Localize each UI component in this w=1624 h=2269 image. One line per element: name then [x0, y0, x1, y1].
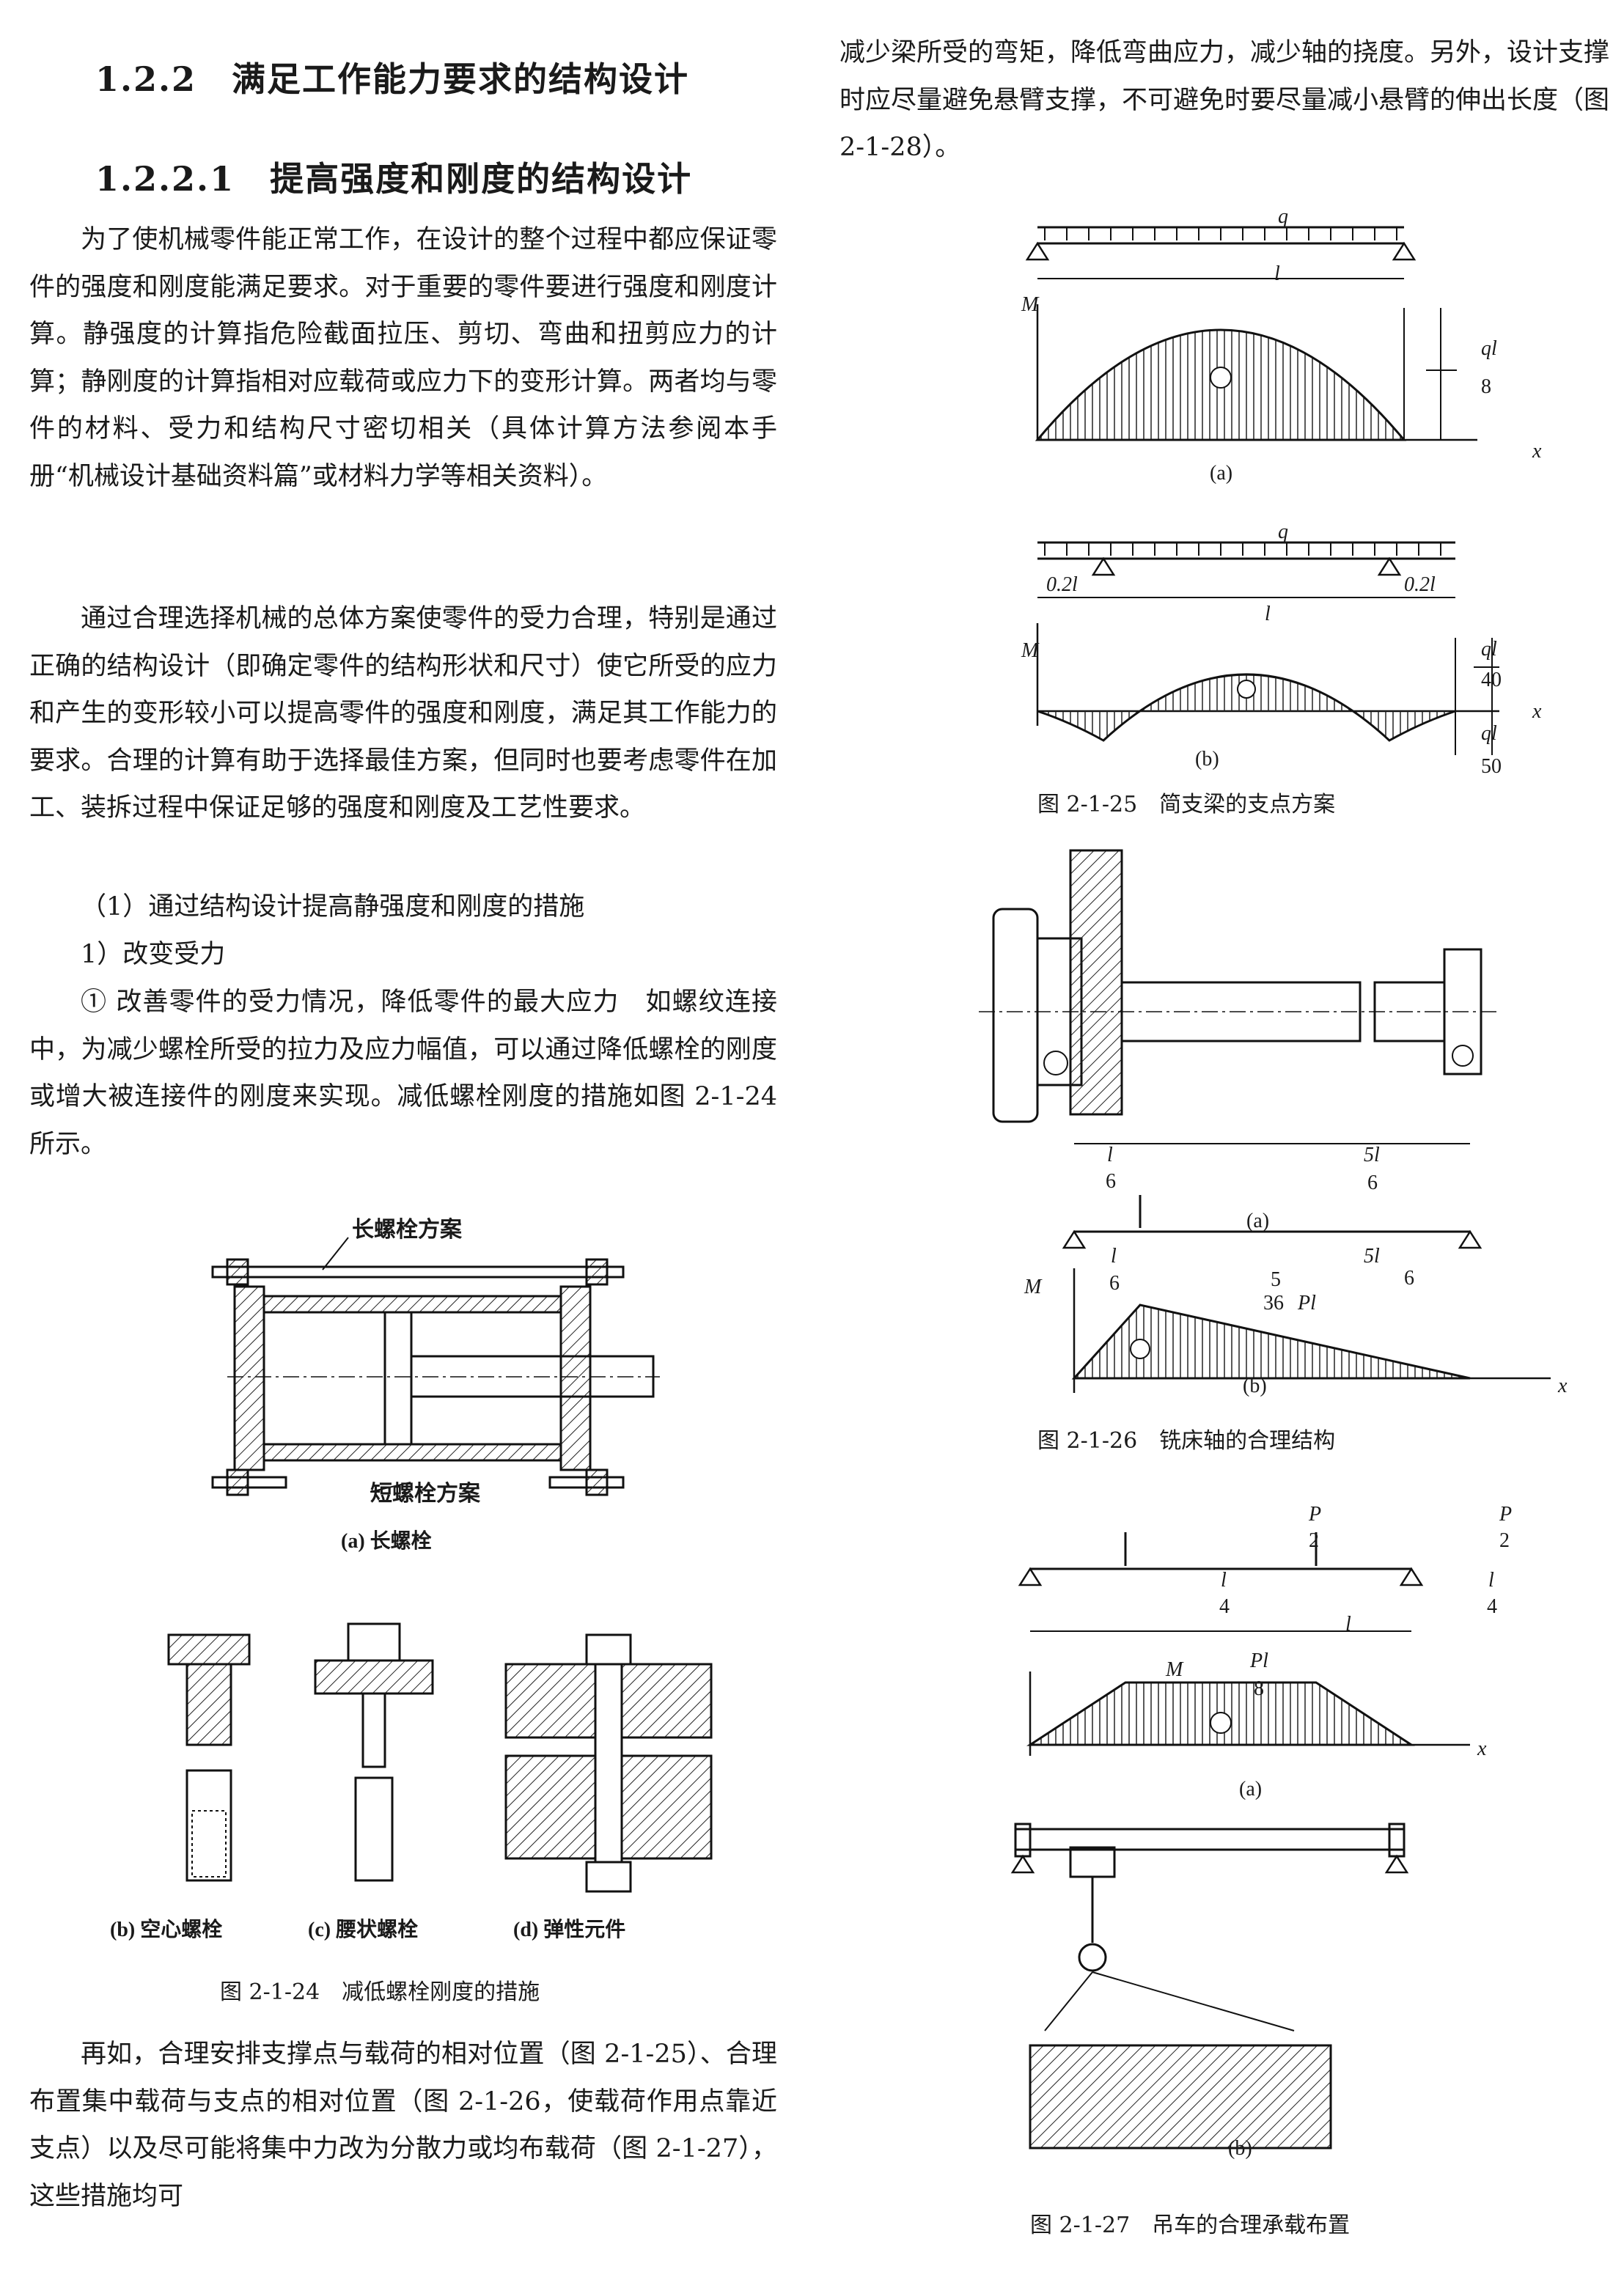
fig25b-M: M	[1021, 639, 1039, 662]
fig25b-q: q	[1278, 521, 1288, 543]
caption-fig-2-1-25: 图 2-1-25 简支梁的支点方案	[1037, 792, 1336, 817]
paragraph-4: 再如，合理安排支撑点与载荷的相对位置（图 2-1-25）、合理布置集中载荷与支点…	[29, 2040, 777, 2211]
paragraph-3: ① 改善零件的受力情况，降低零件的最大应力 如螺纹连接中，为减少螺栓所受的拉力及…	[29, 988, 777, 1159]
caption-fig-2-1-24: 图 2-1-24 减低螺栓刚度的措施	[220, 1979, 540, 2005]
fig27b-sub: (b)	[1228, 2137, 1252, 2160]
fig26b-five: 5	[1271, 1268, 1281, 1291]
fig26b-den36: 36	[1263, 1292, 1284, 1314]
caption-fig-2-1-27: 图 2-1-27 吊车的合理承载布置	[1030, 2213, 1351, 2238]
fig25a-den8: 8	[1481, 375, 1491, 398]
label-short-bolt: 短螺栓方案	[370, 1481, 480, 1507]
fig27a-den2-left: 2	[1309, 1529, 1319, 1552]
fig26a-5l: 5l	[1364, 1144, 1380, 1166]
label-long-bolt: 长螺栓方案	[352, 1217, 462, 1243]
fig26b-x: x	[1558, 1375, 1568, 1397]
list-item-2: 1）改变受力	[81, 940, 226, 969]
fig26b-sub: (b)	[1243, 1375, 1267, 1397]
fig25a-q: q	[1278, 205, 1288, 228]
fig27a-Pl: Pl	[1250, 1650, 1268, 1672]
paragraph-5: 减少梁所受的弯矩，降低弯曲应力，减少轴的挠度。另外，设计支撑时应尽量避免悬臂支撑…	[839, 38, 1610, 162]
fig27a-M: M	[1166, 1658, 1183, 1681]
fig27a-den8: 8	[1254, 1677, 1264, 1700]
fig26b-l: l	[1111, 1245, 1117, 1268]
fig27a-l-right: l	[1488, 1569, 1494, 1592]
fig25b-den40: 40	[1481, 669, 1502, 691]
fig26a-sub: (a)	[1246, 1210, 1270, 1232]
fig26b-den6: 6	[1109, 1272, 1120, 1295]
figure-2-1-24a	[211, 1237, 660, 1496]
subcaption-d: (d) 弹性元件	[513, 1919, 626, 1941]
fig27a-l-left: l	[1221, 1569, 1227, 1592]
figure-2-1-27	[1010, 1532, 1470, 2150]
subcaption-b: (b) 空心螺栓	[110, 1919, 223, 1941]
section-heading: 1.2.2 满足工作能力要求的结构设计	[95, 59, 690, 99]
subsection-heading: 1.2.2.1 提高强度和刚度的结构设计	[95, 159, 693, 199]
fig25a-M: M	[1021, 293, 1039, 316]
figure-2-1-24bcd	[167, 1622, 713, 1893]
fig26a-l: l	[1107, 1144, 1113, 1166]
fig27a-P-left: P	[1309, 1503, 1322, 1526]
figure-2-1-25	[1025, 226, 1499, 755]
fig26b-M: M	[1024, 1276, 1042, 1298]
fig25a-ql2: ql	[1481, 337, 1497, 360]
fig27a-den2-right: 2	[1499, 1529, 1510, 1552]
fig25b-ql2-bottom: ql	[1481, 722, 1497, 745]
fig25a-l: l	[1274, 262, 1280, 285]
fig27a-sub: (a)	[1239, 1778, 1263, 1801]
subcaption-c: (c) 腰状螺栓	[308, 1919, 419, 1941]
paragraph-1: 为了使机械零件能正常工作，在设计的整个过程中都应保证零件的强度和刚度能满足要求。…	[29, 225, 777, 491]
fig26b-Pl: Pl	[1298, 1292, 1316, 1314]
fig25b-l: l	[1265, 603, 1271, 625]
fig25a-sub: (a)	[1210, 462, 1233, 485]
fig26b-den6b: 6	[1404, 1267, 1414, 1290]
fig26a-den6: 6	[1106, 1170, 1116, 1193]
subcaption-a: (a) 长螺栓	[341, 1530, 432, 1553]
fig25b-l02-right: 0.2l	[1404, 573, 1436, 596]
fig27a-P-right: P	[1499, 1503, 1513, 1526]
fig26b-5l: 5l	[1364, 1245, 1380, 1268]
fig26a-den6b: 6	[1367, 1172, 1378, 1194]
paragraph-2: 通过合理选择机械的总体方案使零件的受力合理，特别是通过正确的结构设计（即确定零件…	[29, 604, 777, 823]
caption-fig-2-1-26: 图 2-1-26 铣床轴的合理结构	[1037, 1428, 1336, 1454]
fig25a-x: x	[1532, 440, 1542, 463]
fig27a-den4-right: 4	[1487, 1595, 1497, 1618]
figure-2-1-26	[979, 849, 1551, 1393]
fig25b-ql2-top: ql	[1481, 638, 1497, 661]
fig25b-sub: (b)	[1195, 748, 1219, 771]
fig27a-l: l	[1345, 1613, 1351, 1636]
fig25b-den50: 50	[1481, 755, 1502, 778]
fig27a-x: x	[1477, 1737, 1487, 1760]
list-item-1: （1）通过结构设计提高静强度和刚度的措施	[81, 892, 585, 922]
fig25b-l02-left: 0.2l	[1046, 573, 1078, 596]
fig25b-x: x	[1532, 700, 1542, 723]
fig27a-den4-left: 4	[1219, 1595, 1230, 1618]
